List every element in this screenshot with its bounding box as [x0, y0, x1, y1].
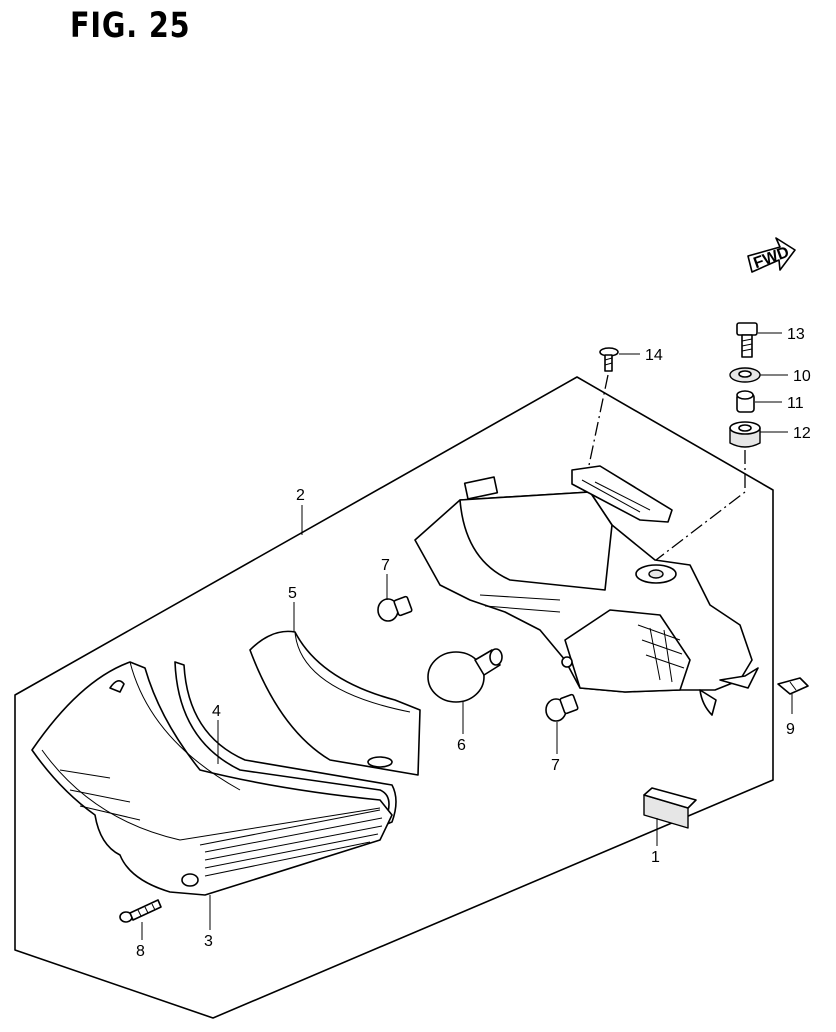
- part-collar-11[interactable]: [736, 390, 755, 413]
- callout-14: 14: [645, 347, 663, 364]
- callout-8: 8: [136, 943, 145, 960]
- figure-title: FIG. 25: [70, 6, 191, 46]
- guide-line-grommet: [655, 450, 746, 561]
- callout-12: 12: [793, 425, 811, 442]
- callout-3: 3: [204, 933, 213, 950]
- part-clip-9[interactable]: [777, 677, 809, 695]
- callout-11: 11: [787, 395, 804, 412]
- part-bulb-6[interactable]: [427, 648, 503, 703]
- part-grommet-12[interactable]: [729, 421, 761, 448]
- part-lens-3[interactable]: [31, 661, 393, 896]
- callout-2: 2: [296, 487, 305, 504]
- part-screw-8[interactable]: [119, 899, 162, 923]
- callout-13: 13: [787, 326, 805, 343]
- callout-6: 6: [457, 737, 466, 754]
- part-housing[interactable]: [414, 465, 759, 716]
- part-bulb-7-lower[interactable]: [545, 693, 579, 722]
- callout-7-lower: 7: [551, 757, 560, 774]
- forward-arrow-icon: [747, 237, 796, 273]
- callouts: 2 3 4 5 6 7 7 8 9 1 13 10 11 12 14: [136, 326, 811, 960]
- assembly-boundary: [14, 376, 774, 1019]
- part-label-1[interactable]: [643, 787, 697, 829]
- callout-7-upper: 7: [381, 557, 390, 574]
- callout-1: 1: [651, 849, 660, 866]
- callout-9: 9: [786, 721, 795, 738]
- part-bulb-7-upper[interactable]: [377, 595, 413, 622]
- part-bolt-13[interactable]: [736, 322, 758, 358]
- callout-10: 10: [793, 368, 811, 385]
- fwd-badge: FWD: [747, 237, 796, 273]
- part-washer-10[interactable]: [729, 367, 761, 383]
- part-reflector-5[interactable]: [249, 630, 421, 776]
- callout-5: 5: [288, 585, 297, 602]
- part-screw-14[interactable]: [599, 347, 619, 372]
- callout-4: 4: [212, 703, 221, 720]
- guide-line-screw: [587, 374, 609, 471]
- fwd-badge-text: FWD: [751, 244, 791, 272]
